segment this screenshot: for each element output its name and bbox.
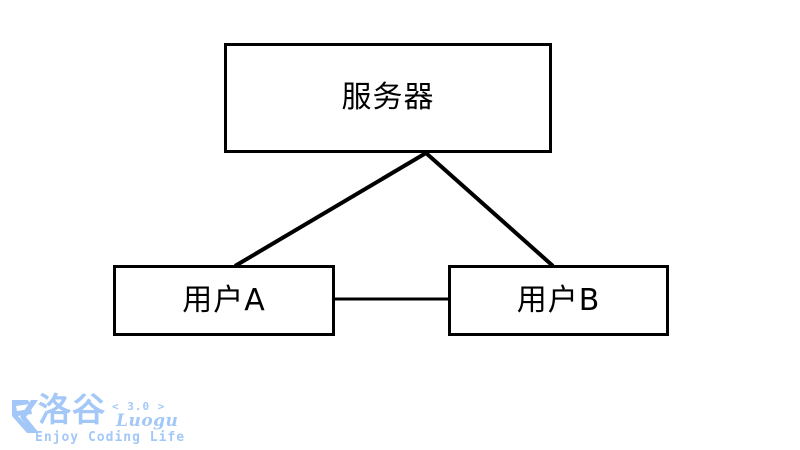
- luogu-brand-cn: 洛谷: [38, 390, 106, 429]
- luogu-logo-icon: [12, 400, 39, 433]
- luogu-slogan: Enjoy Coding Life: [35, 430, 186, 445]
- node-user-b[interactable]: 用户B: [448, 265, 669, 336]
- luogu-brand-romanized: Luogu: [116, 411, 179, 431]
- edge-server-to-user-a: [233, 151, 428, 268]
- node-server[interactable]: 服务器: [224, 43, 552, 153]
- node-user-b-label: 用户B: [516, 282, 601, 318]
- node-server-label: 服务器: [341, 80, 435, 115]
- luogu-version: < 3.0 >: [112, 400, 166, 413]
- node-user-a[interactable]: 用户A: [113, 265, 335, 336]
- node-user-a-label: 用户A: [182, 282, 266, 318]
- edge-server-to-user-b: [424, 151, 555, 268]
- luogu-watermark: 洛谷 < 3.0 > Luogu Enjoy Coding Life: [8, 390, 184, 445]
